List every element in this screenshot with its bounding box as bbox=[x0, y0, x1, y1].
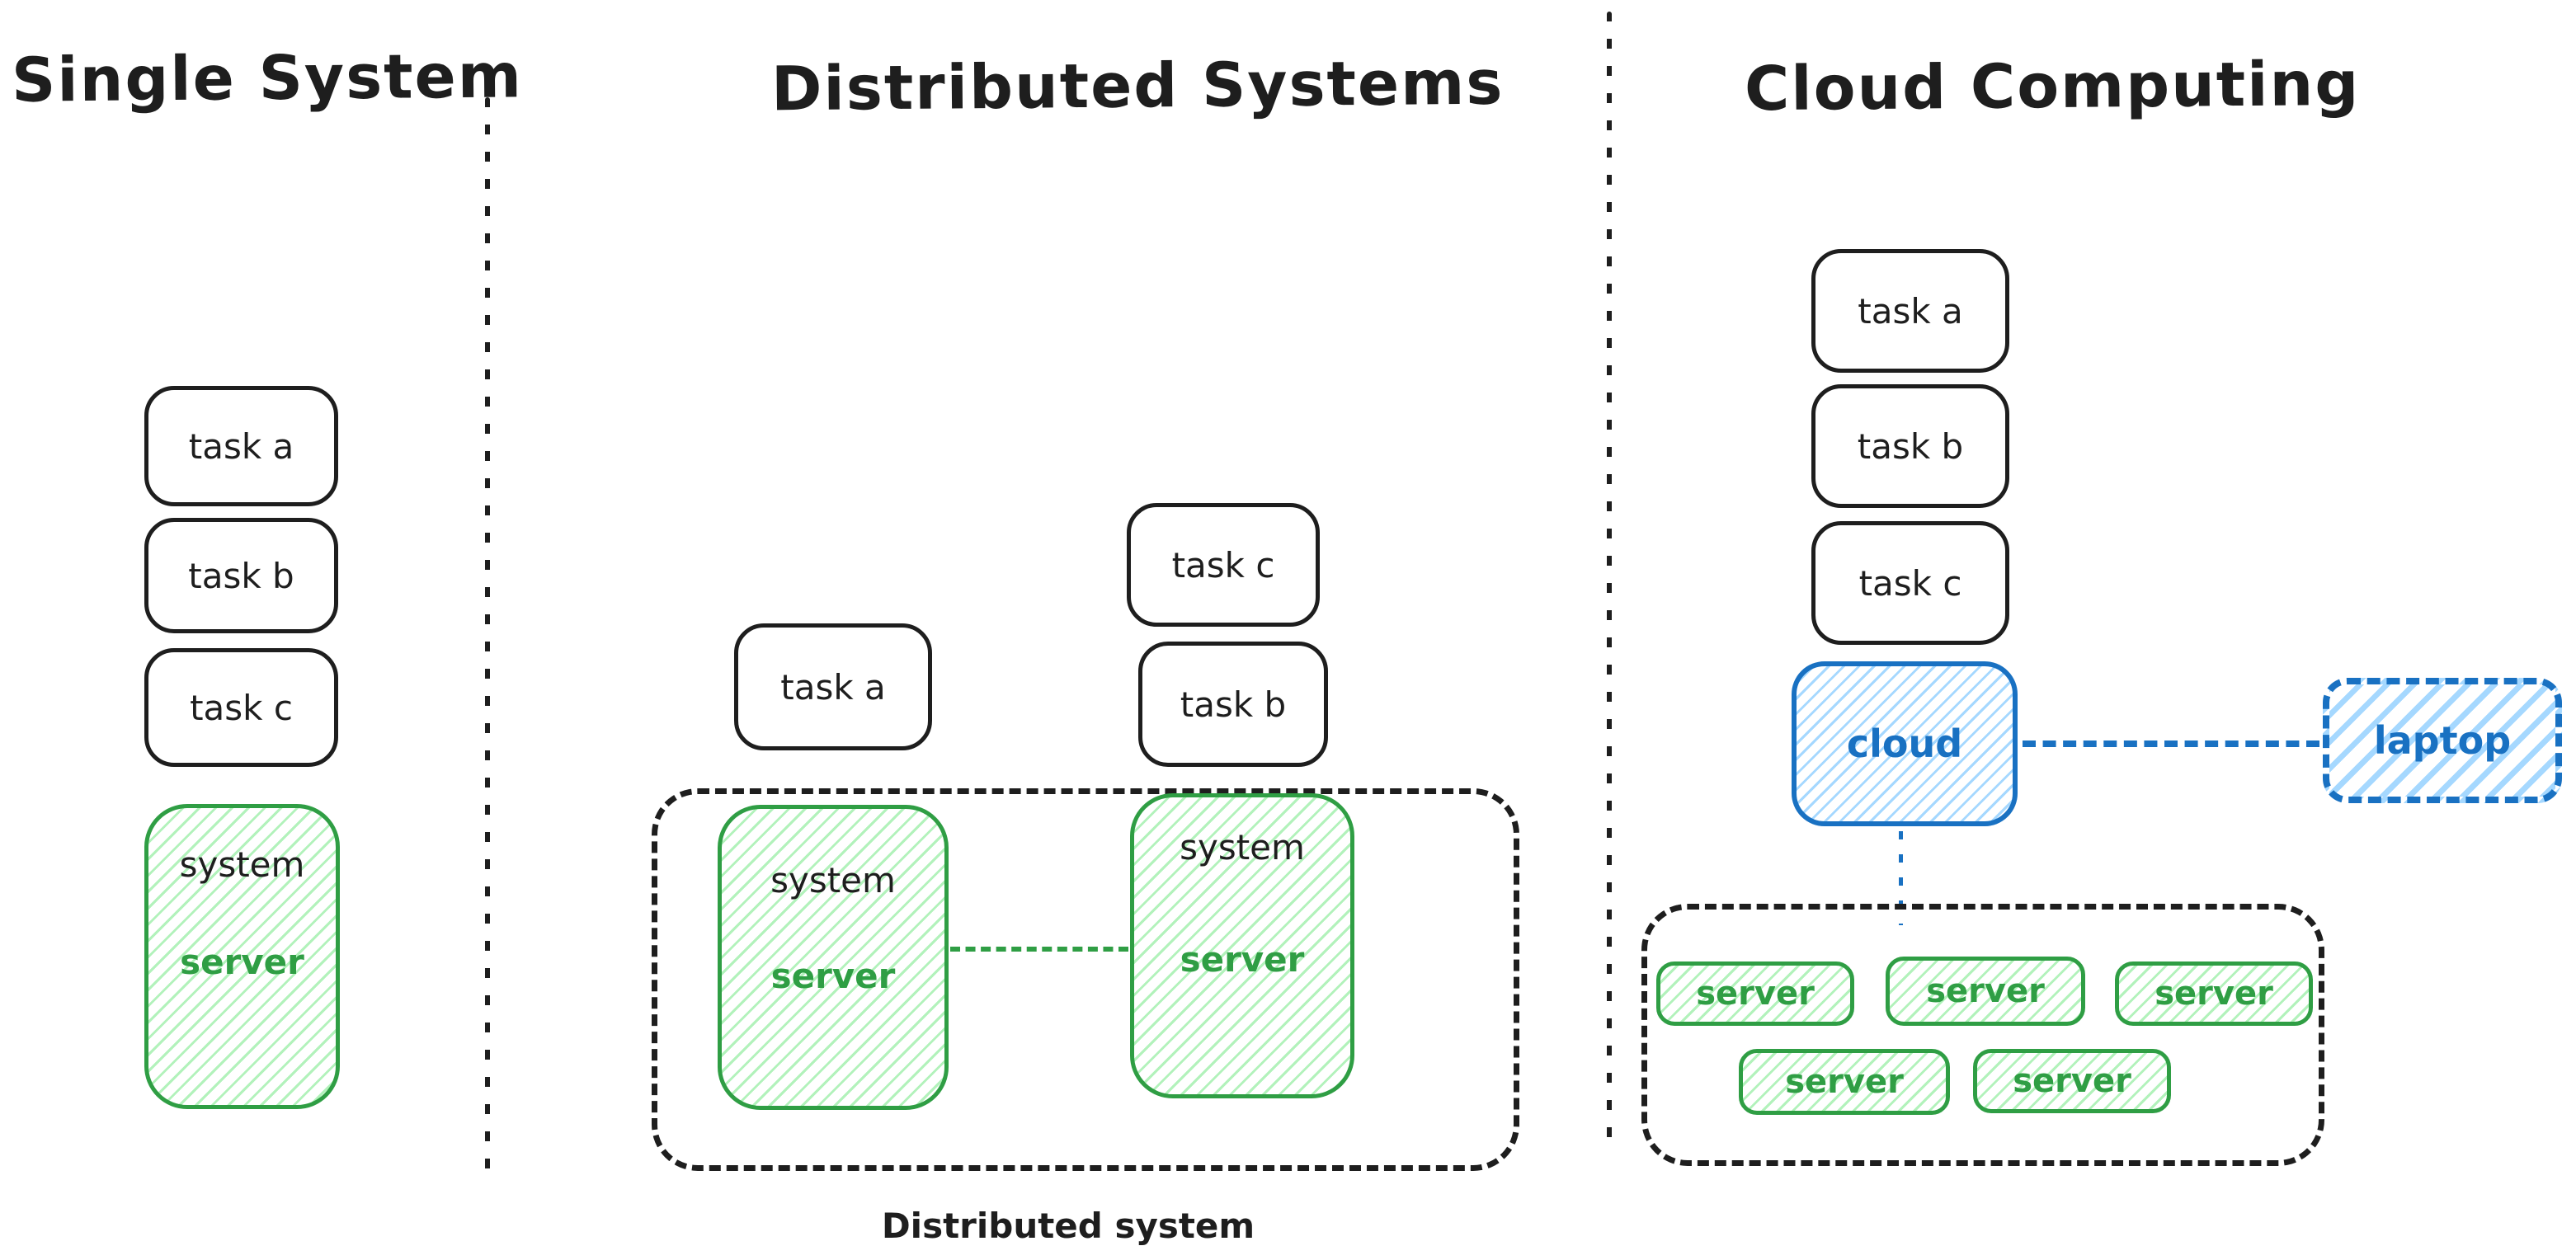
system-link-line bbox=[950, 947, 1128, 952]
server-label: server bbox=[1926, 972, 2045, 1010]
system-label: system bbox=[770, 860, 896, 900]
distributed-systems-title: Distributed Systems bbox=[770, 47, 1505, 125]
task-label: task a bbox=[780, 666, 886, 708]
task-label: task b bbox=[1180, 684, 1287, 725]
server-pool-container bbox=[1641, 904, 2324, 1166]
task-box: task c bbox=[1811, 521, 2009, 645]
cloud-servers-link-line bbox=[1899, 831, 1903, 925]
server-label: server bbox=[180, 942, 304, 982]
system-label: system bbox=[179, 844, 305, 885]
task-box: task a bbox=[734, 623, 932, 750]
distributed-system-container bbox=[652, 788, 1519, 1171]
server-box: server bbox=[1973, 1049, 2171, 1113]
server-label: server bbox=[1180, 939, 1305, 980]
server-label: server bbox=[770, 956, 896, 996]
server-box: server bbox=[1739, 1049, 1950, 1115]
cloud-label: cloud bbox=[1846, 722, 1963, 766]
system-box: system server bbox=[718, 805, 949, 1110]
cloud-computing-title: Cloud Computing bbox=[1744, 48, 2361, 125]
server-label: server bbox=[2155, 975, 2273, 1013]
server-label: server bbox=[1785, 1063, 1904, 1101]
system-label: system bbox=[1180, 827, 1305, 867]
task-label: task c bbox=[190, 687, 293, 728]
server-label: server bbox=[1696, 975, 1815, 1013]
task-box: task a bbox=[144, 386, 338, 506]
task-box: task b bbox=[1811, 384, 2009, 508]
laptop-box: laptop bbox=[2323, 678, 2562, 803]
system-box: system server bbox=[1130, 793, 1354, 1098]
server-box: server bbox=[1886, 957, 2085, 1026]
task-box: task c bbox=[144, 648, 338, 767]
task-label: task a bbox=[1858, 290, 1963, 331]
task-label: task a bbox=[188, 425, 294, 467]
task-label: task b bbox=[188, 555, 294, 596]
laptop-label: laptop bbox=[2373, 718, 2512, 763]
task-label: task b bbox=[1857, 425, 1964, 467]
distributed-system-caption: Distributed system bbox=[881, 1206, 1255, 1246]
cloud-box: cloud bbox=[1792, 661, 2018, 826]
task-box: task b bbox=[144, 518, 338, 633]
server-box: server bbox=[2115, 961, 2313, 1026]
task-box: task b bbox=[1138, 642, 1328, 767]
cloud-laptop-link-line bbox=[2023, 740, 2319, 747]
task-box: task a bbox=[1811, 249, 2009, 373]
server-label: server bbox=[2013, 1062, 2131, 1100]
task-label: task c bbox=[1171, 544, 1275, 585]
task-label: task c bbox=[1858, 562, 1962, 604]
system-box: system server bbox=[144, 804, 340, 1109]
section-divider-right bbox=[1607, 12, 1612, 1148]
single-system-title: Single System bbox=[11, 40, 524, 116]
server-box: server bbox=[1656, 961, 1854, 1026]
task-box: task c bbox=[1127, 503, 1320, 627]
section-divider-left bbox=[485, 97, 490, 1184]
